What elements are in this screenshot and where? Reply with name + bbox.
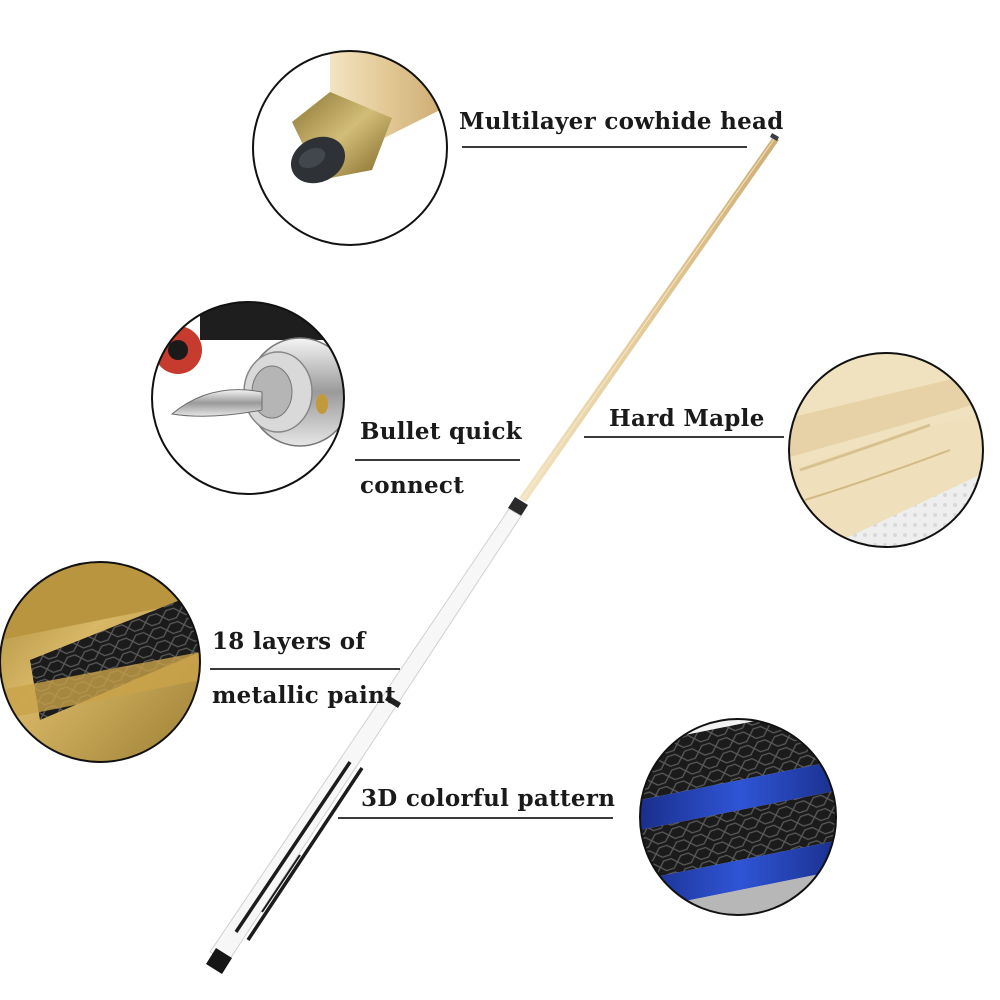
cue-tip (770, 133, 779, 141)
maple-label: Hard Maple (609, 405, 765, 432)
cue-butt-ring (385, 695, 401, 708)
joint-detail-circle (151, 301, 345, 495)
pattern-label-rule (338, 817, 613, 819)
tip-label: Multilayer cowhide head (459, 108, 784, 135)
paint-detail-circle (0, 561, 201, 763)
paint-label-line2: metallic paint (212, 682, 396, 709)
cue-butt-cap (206, 948, 232, 974)
maple-detail-circle (788, 352, 984, 548)
joint-label-rule (355, 459, 520, 461)
tip-detail-circle (252, 50, 448, 246)
joint-label-line2: connect (360, 472, 465, 499)
paint-label-rule (210, 668, 400, 670)
pattern-label: 3D colorful pattern (361, 785, 616, 812)
maple-label-rule (584, 436, 784, 438)
cue-butt (209, 508, 522, 963)
pattern-detail-circle (639, 718, 837, 916)
cue-stick (206, 133, 779, 974)
cue-shaft (519, 137, 779, 502)
paint-label-line1: 18 layers of (212, 628, 366, 655)
tip-label-rule (462, 146, 747, 148)
joint-label-line1: Bullet quick (360, 418, 522, 445)
cue-joint-ring (508, 497, 528, 516)
